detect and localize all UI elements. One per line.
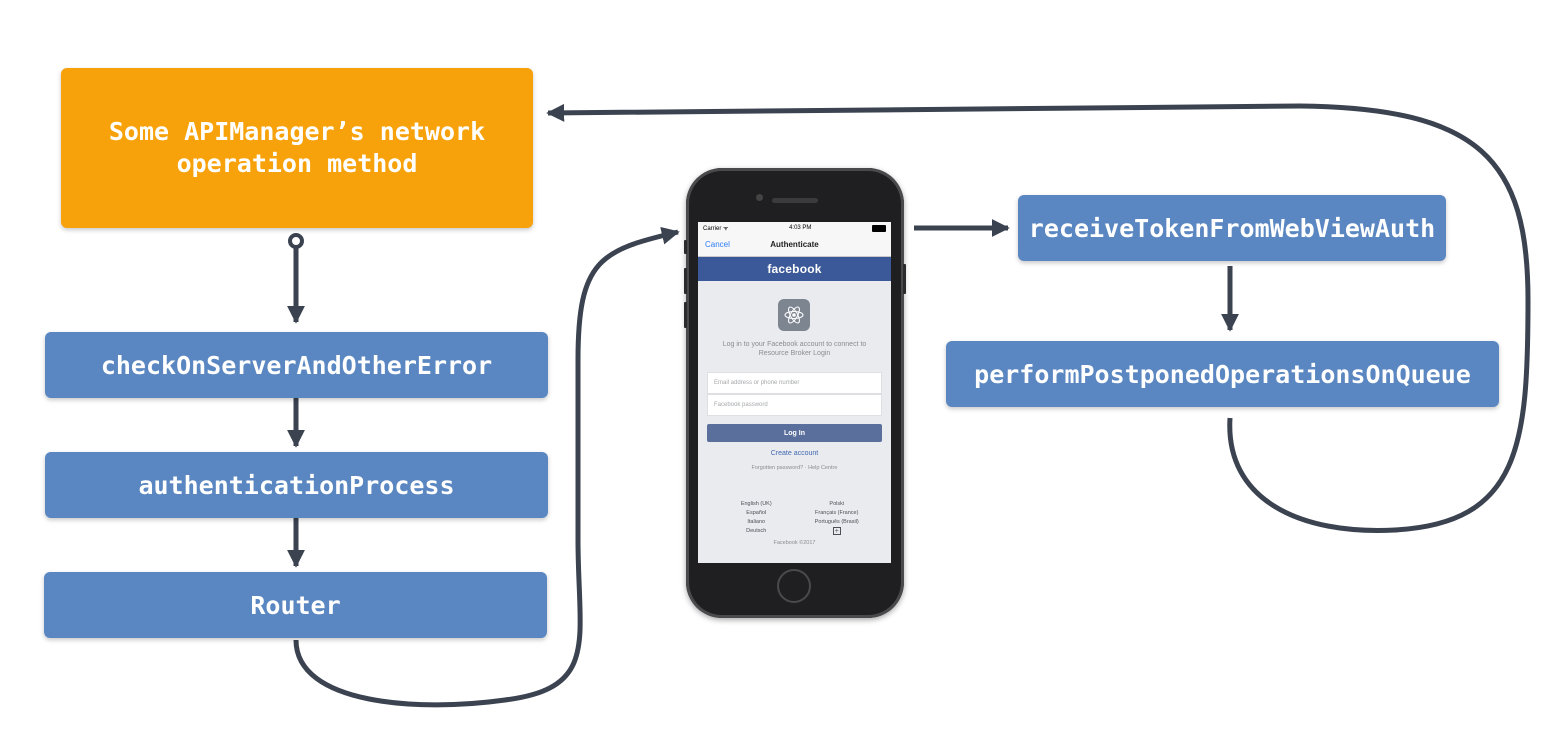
phone-side-button [684, 240, 687, 254]
atom-icon [784, 306, 804, 324]
api-manager-node: Some APIManager’s network operation meth… [61, 68, 533, 228]
language-link[interactable]: Deutsch [746, 528, 767, 534]
origin-circle [288, 233, 304, 249]
more-languages-button[interactable]: + [832, 527, 841, 535]
perform-ops-node: performPostponedOperationsOnQueue [946, 341, 1499, 407]
forgot-password-link[interactable]: Forgotten password? · Help Centre [751, 465, 838, 471]
copyright-text: Facebook ©2017 [773, 540, 816, 546]
language-link[interactable]: Italiano [747, 519, 766, 525]
language-link[interactable]: Português (Brasil) [814, 519, 859, 525]
password-placeholder: Facebook password [714, 402, 768, 408]
home-button [777, 569, 811, 603]
perform-ops-label: performPostponedOperationsOnQueue [974, 359, 1471, 389]
router-label: Router [250, 590, 341, 620]
check-error-label: checkOnServerAndOtherError [100, 350, 493, 380]
arrow-router-to-phone [293, 226, 680, 708]
phone-power-button [903, 264, 906, 294]
facebook-header: facebook [698, 257, 891, 281]
api-manager-label: Some APIManager’s network operation meth… [108, 117, 486, 178]
status-carrier: Carrier ᯤ [703, 226, 729, 232]
phone-mockup: Carrier ᯤ 4:03 PM Cancel Authenticate fa… [684, 168, 906, 618]
phone-volume-up [684, 268, 687, 294]
nav-bar: Cancel Authenticate [698, 234, 891, 257]
phone-screen: Carrier ᯤ 4:03 PM Cancel Authenticate fa… [698, 222, 891, 563]
phone-camera [756, 194, 763, 201]
language-link[interactable]: Español [746, 510, 767, 516]
phone-speaker [772, 198, 818, 203]
login-button-label: Log In [784, 429, 805, 437]
check-error-node: checkOnServerAndOtherError [45, 332, 548, 398]
battery-icon [872, 224, 886, 232]
status-time: 4:03 PM [789, 225, 812, 231]
password-field[interactable]: Facebook password [707, 394, 882, 416]
language-link[interactable]: Polski [829, 501, 845, 507]
auth-process-label: authenticationProcess [138, 470, 455, 500]
login-prompt: Log in to your Facebook account to conne… [722, 341, 867, 357]
email-field[interactable]: Email address or phone number [707, 372, 882, 394]
nav-title: Authenticate [770, 240, 819, 249]
language-list: English (UK) Polski Español Français (Fr… [716, 500, 877, 537]
phone-volume-down [684, 302, 687, 328]
receive-token-node: receiveTokenFromWebViewAuth [1018, 195, 1446, 261]
email-placeholder: Email address or phone number [714, 380, 800, 386]
language-link[interactable]: Français (France) [815, 510, 859, 516]
arrow-perform-to-api [546, 103, 1531, 533]
cancel-button[interactable]: Cancel [705, 240, 730, 249]
create-account-link[interactable]: Create account [770, 450, 819, 457]
status-bar: Carrier ᯤ 4:03 PM [698, 222, 891, 234]
router-node: Router [44, 572, 547, 638]
auth-process-node: authenticationProcess [45, 452, 548, 518]
login-button[interactable]: Log In [707, 424, 882, 442]
language-link[interactable]: English (UK) [740, 501, 772, 507]
facebook-logo: facebook [767, 262, 822, 276]
receive-token-label: receiveTokenFromWebViewAuth [1028, 213, 1436, 243]
atom-app-icon [778, 299, 810, 331]
